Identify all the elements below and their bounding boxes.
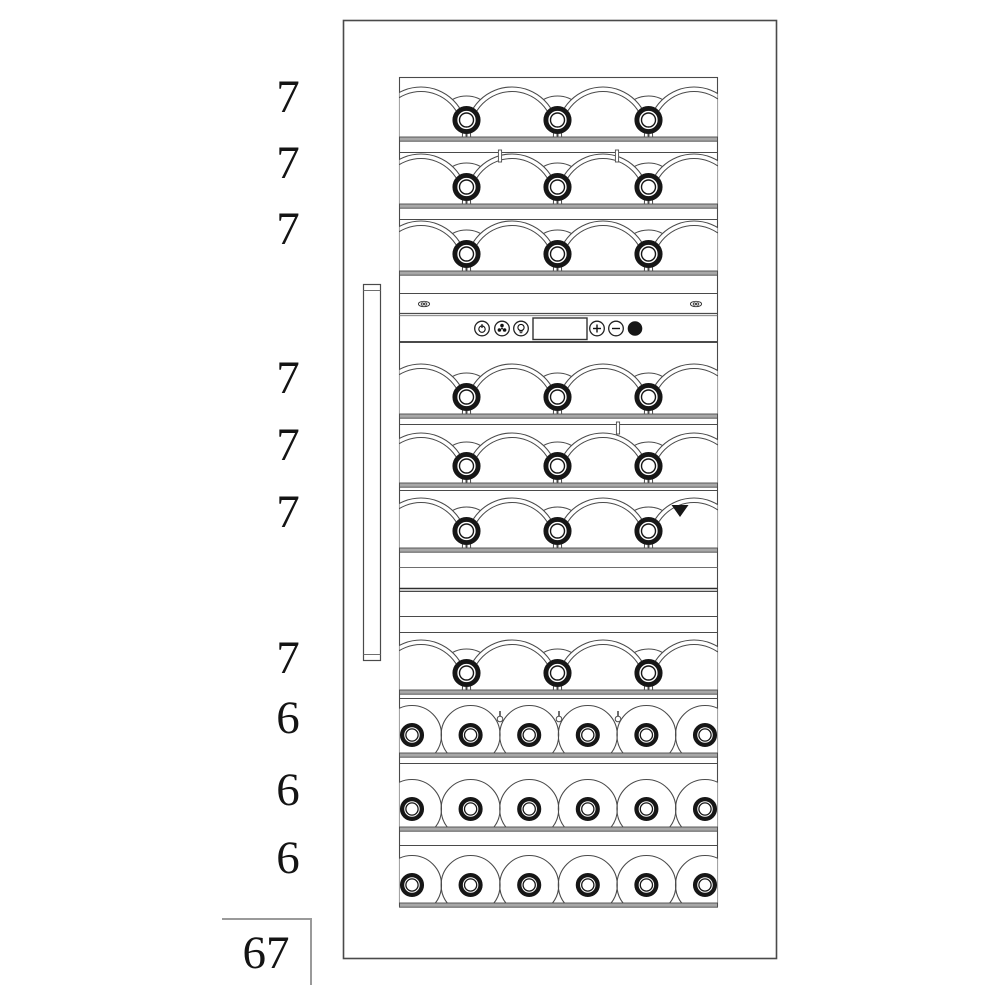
- shelf-row-9-bottles-6: [399, 763, 718, 832]
- shelf-row-6-bottles-7: [399, 490, 718, 553]
- shelf-count-label: 7: [276, 486, 300, 538]
- minus-button: [608, 320, 624, 337]
- shelf-board: [399, 689, 718, 695]
- shelf-row-1-bottles-7: [399, 86, 718, 142]
- cabinet-inner-cavity: [398, 76, 719, 907]
- shelf-board: [399, 902, 718, 908]
- shelf-board: [399, 547, 718, 553]
- shelf-row-2-bottles-7: [399, 149, 718, 209]
- total-capacity-box: 67: [222, 918, 312, 985]
- shelf-board: [399, 203, 718, 209]
- plus-icon: [593, 324, 601, 333]
- shelf-board: [399, 482, 718, 488]
- hinge-screw-right-icon: [689, 300, 703, 308]
- control-panel: [399, 317, 718, 343]
- shelf-row-8-bottles-6: [399, 698, 718, 758]
- shelf-row-10-bottles-6: [399, 845, 718, 908]
- zone-divider: [399, 567, 718, 617]
- shelf-board: [399, 752, 718, 758]
- light-icon: [517, 323, 525, 334]
- shelf-count-label: 7: [276, 632, 300, 684]
- shelf-count-label: 7: [276, 419, 300, 471]
- shelf-row-4-bottles-7: [399, 342, 718, 419]
- hinge-screw-left-icon: [417, 300, 431, 308]
- shelf-board: [399, 413, 718, 419]
- shelf-count-label: 6: [276, 764, 300, 816]
- shelf-count-label: 6: [276, 832, 300, 884]
- shelf-row-3-bottles-7: [399, 219, 718, 276]
- fan-icon: [497, 323, 507, 332]
- shelf-row-7-bottles-7: [399, 632, 718, 695]
- shelf-count-label: 7: [276, 137, 300, 189]
- plus-button: [589, 320, 605, 337]
- shelf-count-label: 7: [276, 352, 300, 404]
- shelf-board: [399, 270, 718, 276]
- shelf-count-label: 7: [276, 203, 300, 255]
- total-capacity-label: 67: [242, 926, 290, 979]
- shelf-board: [399, 136, 718, 142]
- hinge-strip: [399, 293, 718, 317]
- power-button: [474, 320, 490, 337]
- shelf-row-5-bottles-7: [399, 421, 718, 488]
- temperature-display: [532, 317, 588, 341]
- shelf-count-label: 7: [276, 71, 300, 123]
- door-handle: [362, 283, 382, 662]
- set-button: [627, 321, 643, 336]
- shelf-board: [399, 826, 718, 832]
- shelf-count-label: 6: [276, 692, 300, 744]
- power-icon: [478, 324, 486, 333]
- fan-button: [494, 320, 510, 337]
- light-button: [513, 320, 529, 337]
- marker-triangle: [671, 505, 689, 517]
